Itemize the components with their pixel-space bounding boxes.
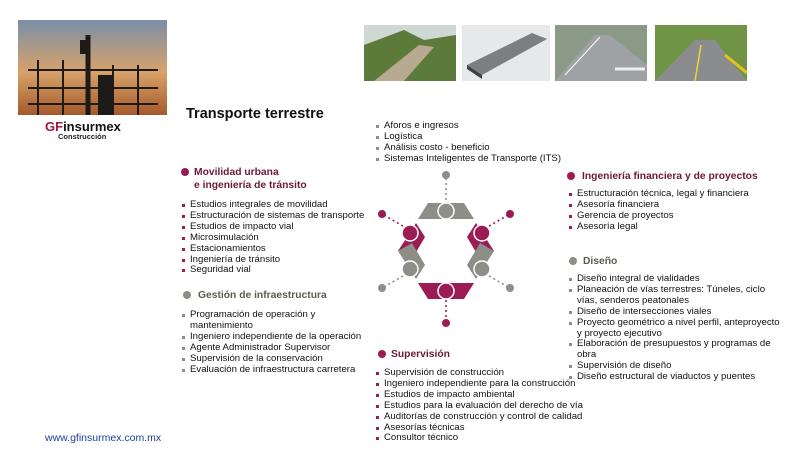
list-item: Agente Administrador Supervisor <box>182 342 362 354</box>
financiera-list: Estructuración técnica, legal y financie… <box>569 188 749 233</box>
brand-subtitle: Construcción <box>58 132 107 141</box>
diseno-list: Diseño integral de vialidades Planeación… <box>569 273 784 383</box>
list-item: Asesoría financiera <box>569 199 749 211</box>
section-title-financiera: Ingeniería financiera y de proyectos <box>582 171 758 182</box>
list-item: Supervisión de la conservación <box>182 353 362 365</box>
road-photo-3 <box>555 25 647 81</box>
page-title: Transporte terrestre <box>186 106 324 122</box>
section-title-diseno: Diseño <box>583 256 618 267</box>
list-item: Microsimulación <box>182 232 364 244</box>
list-item: Diseño estructural de viaductos y puente… <box>569 371 784 383</box>
list-item: Proyecto geométrico a nivel perfil, ante… <box>569 317 784 340</box>
list-item: Supervisión de construcción <box>376 367 583 379</box>
list-item: Estudios de impacto vial <box>182 221 364 233</box>
list-item: Estructuración de sistemas de transporte <box>182 210 364 222</box>
road-photo-1 <box>364 25 456 81</box>
list-item: Diseño de intersecciones viales <box>569 306 784 318</box>
list-item: Elaboración de presupuestos y programas … <box>569 339 784 361</box>
list-item: Estudios de impacto ambiental <box>376 389 583 401</box>
list-item: Ingeniería de tránsito <box>182 254 364 266</box>
movilidad-list: Estudios integrales de movilidad Estruct… <box>182 199 364 276</box>
section-bullet-icon <box>181 168 189 176</box>
gestion-list: Programación de operación y mantenimient… <box>182 309 362 376</box>
list-item: Planeación de vías terrestres: Túneles, … <box>569 284 784 307</box>
list-item: Asesoría legal <box>569 221 749 233</box>
road-photo-2 <box>462 25 550 81</box>
list-item: Asesorías técnicas <box>376 422 583 434</box>
list-item: Sistemas Inteligentes de Transporte (ITS… <box>376 153 561 165</box>
services-hexagon-diagram <box>378 171 514 327</box>
list-item: Ingeniero independiente de la operación <box>182 331 362 343</box>
supervision-list: Supervisión de construcción Ingeniero in… <box>376 367 583 444</box>
list-item: Logística <box>376 131 561 143</box>
list-item: Supervisión de diseño <box>569 360 784 372</box>
footer-website-link[interactable]: www.gfinsurmex.com.mx <box>45 432 162 444</box>
list-item: Análisis costo - beneficio <box>376 142 561 154</box>
section-bullet-icon <box>567 172 575 180</box>
list-item: Aforos e ingresos <box>376 120 561 132</box>
section-title-supervision: Supervisión <box>391 349 450 360</box>
list-item: Evaluación de infraestructura carretera <box>182 364 362 376</box>
construction-photo <box>18 20 167 115</box>
list-item: Auditorías de construcción y control de … <box>376 411 583 423</box>
section-title-movilidad: Movilidad urbana e ingeniería de tránsit… <box>194 167 307 191</box>
section-bullet-icon <box>378 350 386 358</box>
list-item: Estructuración técnica, legal y financie… <box>569 188 749 200</box>
top-list: Aforos e ingresos Logística Análisis cos… <box>376 120 561 165</box>
list-item: Seguridad vial <box>182 265 364 276</box>
list-item: Estacionamientos <box>182 243 364 255</box>
brand-logo: GFinsurmex <box>45 119 121 134</box>
section-bullet-icon <box>569 257 577 265</box>
list-item: Consultor técnico <box>376 433 583 444</box>
list-item: Estudios integrales de movilidad <box>182 199 364 211</box>
section-bullet-icon <box>183 291 191 299</box>
section-title-gestion: Gestión de infraestructura <box>198 290 327 301</box>
list-item: Estudios para la evaluación del derecho … <box>376 400 583 412</box>
list-item: Ingeniero independiente para la construc… <box>376 378 583 390</box>
list-item: Programación de operación y mantenimient… <box>182 309 362 332</box>
road-photo-4 <box>655 25 747 81</box>
list-item: Gerencia de proyectos <box>569 210 749 222</box>
list-item: Diseño integral de vialidades <box>569 273 784 285</box>
